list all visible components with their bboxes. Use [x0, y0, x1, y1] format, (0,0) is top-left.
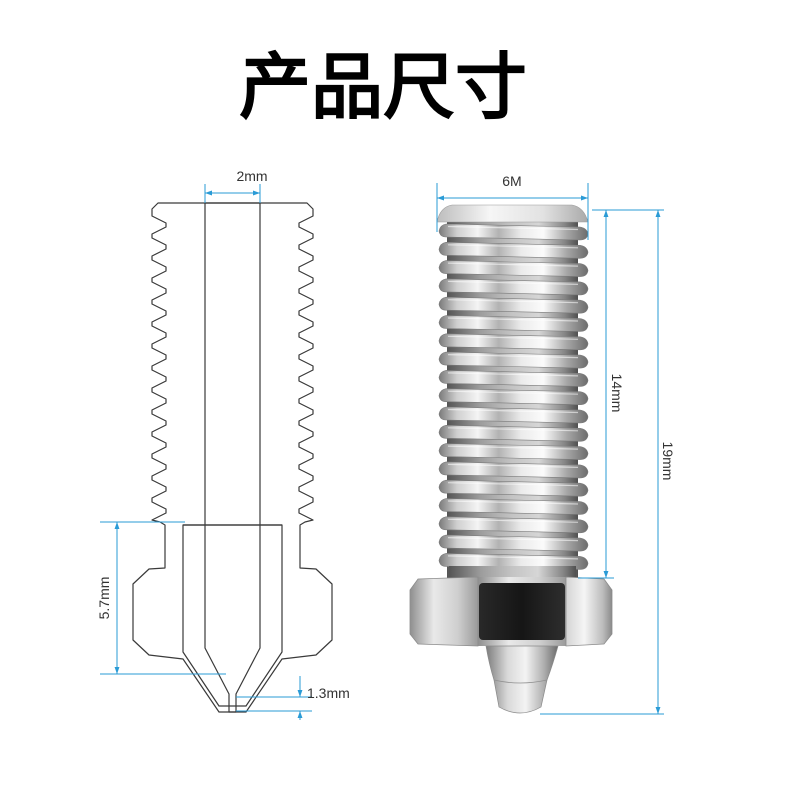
nozzle-neck [449, 566, 576, 580]
thread-highlight [447, 555, 579, 560]
page-title: 产品尺寸 [239, 45, 527, 129]
thread-highlight [447, 354, 579, 359]
thread-ridge [438, 553, 589, 570]
tip-band-line [493, 679, 548, 684]
bore-diameter-label: 2mm [236, 168, 267, 184]
thread-length-label: 14mm [609, 374, 625, 413]
thread-highlight [447, 390, 579, 395]
thread-highlight [447, 408, 579, 414]
thread-highlight [447, 537, 579, 542]
nozzle-top-face [436, 204, 589, 223]
cross-section-dimensions: 2mm 5.7mm 1.3mm [96, 168, 350, 720]
thread-highlight [447, 317, 579, 322]
thread-highlight [447, 463, 579, 468]
thread-ridge [438, 443, 589, 460]
thread-ridge [438, 296, 589, 314]
thread-ridge [438, 479, 589, 497]
thread-highlight [447, 244, 579, 249]
thread-highlight [447, 427, 579, 432]
product-photo-dimensions: 6M 14mm 19mm [436, 173, 676, 715]
thread-ridge [438, 406, 589, 424]
tip-length-label: 1.3mm [307, 685, 350, 701]
thread-highlight [447, 225, 579, 231]
thread-ridge [438, 333, 589, 351]
thread-highlight [447, 482, 579, 487]
thread-highlight [447, 335, 579, 340]
thread-ridge [438, 351, 589, 369]
product-photo [409, 204, 613, 714]
total-length-label: 19mm [660, 442, 676, 481]
hex-front-sheen [479, 583, 565, 640]
thread-ridge [438, 241, 589, 259]
thread-size-label: 6M [502, 173, 521, 189]
cross-section-drawing [132, 202, 333, 713]
thread-ridge [438, 424, 589, 442]
thread-highlight [447, 280, 579, 285]
thread-ridge [438, 388, 589, 406]
thread-ridge [438, 534, 589, 552]
section-insert [182, 524, 283, 707]
thread-highlight [447, 445, 579, 450]
thread-highlight [447, 299, 579, 304]
thread-ridge [438, 516, 589, 534]
section-bore [204, 202, 261, 713]
thread-ridge [438, 260, 589, 277]
thread-ridge [438, 315, 589, 332]
thread-ridge [438, 461, 589, 479]
thread-ridge [438, 278, 589, 296]
hex-left-face [409, 576, 479, 647]
insert-height-label: 5.7mm [96, 577, 112, 620]
section-body [132, 202, 333, 713]
thread-highlight [447, 500, 579, 505]
thread-highlight [447, 518, 579, 523]
thread-ridge [438, 498, 589, 515]
thread-ridge [438, 370, 589, 387]
thread-highlight [447, 372, 579, 377]
nozzle-tip [485, 645, 559, 714]
thread-ridges [438, 223, 589, 570]
hex-right-face [565, 576, 613, 647]
thread-highlight [447, 262, 579, 267]
